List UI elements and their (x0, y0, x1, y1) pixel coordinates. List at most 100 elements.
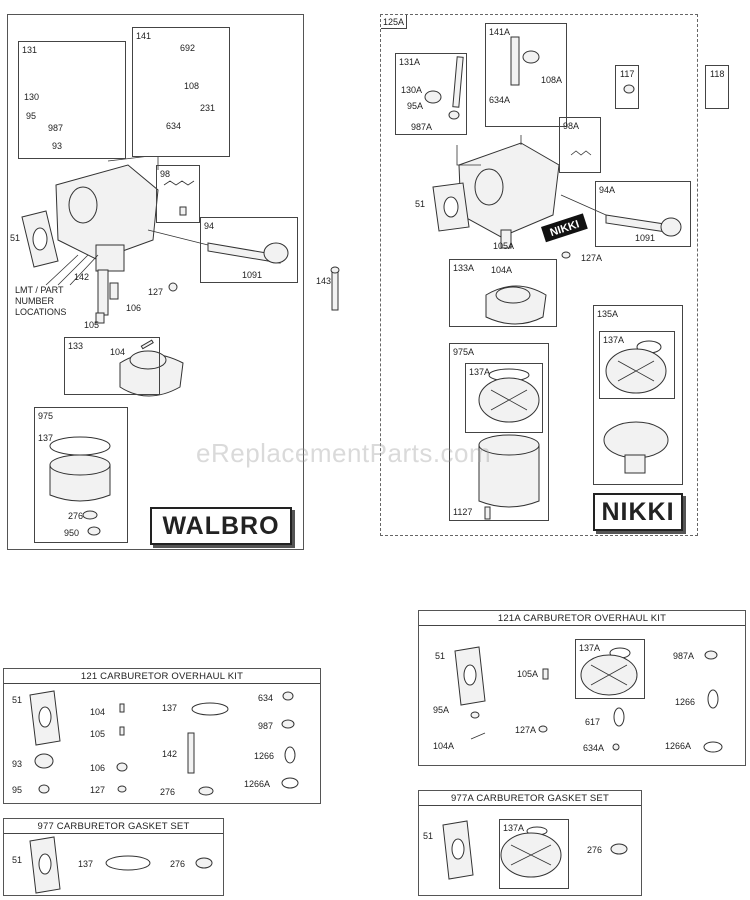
kit121A-part-1266A: 1266A (665, 741, 692, 751)
kit121-part-634: 634 (258, 693, 274, 703)
kit977-part-276: 276 (170, 859, 186, 869)
callout-143: 143 (316, 276, 332, 286)
kit121-part-93: 93 (12, 759, 23, 769)
watermark: eReplacementParts.com (196, 438, 492, 468)
kit121A-part-95A: 95A (433, 705, 450, 715)
kit121A-part-617: 617 (585, 717, 601, 727)
kit121A-part-137A: 137A (579, 643, 601, 653)
kit-977A-panel: 977A CARBURETOR GASKET SET 137A 51 276 (418, 790, 642, 896)
kit-121-divider (4, 683, 320, 684)
callout-987A: 987A (411, 122, 433, 132)
kit-977-drawing (29, 836, 213, 894)
nikki-panel: NIKKI 125A 131A 130A 95A 987A 141A 634A … (380, 14, 729, 536)
box-137A-kit121A: 137A (575, 639, 645, 699)
callout-117: 117 (620, 69, 635, 79)
box-137A-nikki-a: 137A (465, 363, 543, 433)
kit-977-divider (4, 833, 223, 834)
box-125A: 125A (381, 15, 407, 29)
kit121-part-95: 95 (12, 785, 23, 795)
lmt-label-line3: LOCATIONS (15, 307, 67, 317)
kit977A-part-51: 51 (423, 831, 434, 841)
callout-108A: 108A (541, 75, 563, 85)
callout-93: 93 (52, 141, 63, 151)
callout-137A-a: 137A (469, 367, 491, 377)
kit977-part-51: 51 (12, 855, 23, 865)
kit121A-part-104A: 104A (433, 741, 455, 751)
callout-133: 133 (68, 341, 84, 351)
box-131: 131 (18, 41, 126, 159)
kit121A-part-127A: 127A (515, 725, 537, 735)
box-117: 117 (615, 65, 639, 109)
box-975: 975 (34, 407, 128, 543)
kit977A-part-276: 276 (587, 845, 603, 855)
callout-142: 142 (74, 272, 90, 282)
callout-127A: 127A (581, 253, 603, 263)
kit121A-part-1266: 1266 (675, 697, 696, 707)
callout-118: 118 (710, 69, 725, 79)
callout-130: 130 (24, 92, 40, 102)
kit-121A-drawing (454, 646, 723, 753)
kit121-part-142: 142 (162, 749, 178, 759)
kit-121A-divider (419, 625, 745, 626)
box-975A: 975A (449, 343, 549, 521)
callout-141: 141 (136, 31, 152, 41)
callout-51: 51 (10, 233, 21, 243)
callout-108: 108 (184, 81, 200, 91)
kit121-part-104: 104 (90, 707, 106, 717)
callout-133A: 133A (453, 263, 475, 273)
callout-106: 106 (126, 303, 142, 313)
callout-94: 94 (204, 221, 215, 231)
nikki-carburetor-drawing: NIKKI (424, 36, 682, 520)
kit-121-title: 121 CARBURETOR OVERHAUL KIT (80, 671, 244, 682)
box-94: 94 (200, 217, 298, 283)
callout-137: 137 (38, 433, 54, 443)
box-141: 141 (132, 27, 230, 157)
nikki-brand-badge: NIKKI (593, 493, 683, 531)
box-137A-nikki-b: 137A (599, 331, 675, 399)
box-98A: 98A (559, 117, 601, 173)
callout-634: 634 (166, 121, 182, 131)
box-131A: 131A (395, 53, 467, 135)
kit-977A-title: 977A CARBURETOR GASKET SET (451, 793, 609, 804)
kit-121-drawing (29, 690, 299, 796)
kit121A-part-634A: 634A (583, 743, 605, 753)
box-98: 98 (156, 165, 200, 223)
callout-276: 276 (68, 511, 84, 521)
box-135A: 135A (593, 305, 683, 485)
callout-51-nikki: 51 (415, 199, 426, 209)
callout-137A-b: 137A (603, 335, 625, 345)
callout-950: 950 (64, 528, 80, 538)
callout-1091: 1091 (242, 270, 263, 280)
kit121-part-137: 137 (162, 703, 178, 713)
callout-98A: 98A (563, 121, 580, 131)
callout-130A: 130A (401, 85, 423, 95)
callout-987: 987 (48, 123, 64, 133)
walbro-brand-badge: WALBRO (150, 507, 292, 545)
callout-1127: 1127 (453, 507, 473, 517)
box-118: 118 (705, 65, 729, 109)
callout-98: 98 (160, 169, 171, 179)
callout-975: 975 (38, 411, 54, 421)
callout-104A: 104A (491, 265, 513, 275)
box-133A: 133A (449, 259, 557, 327)
kit121A-part-987A: 987A (673, 651, 695, 661)
kit121-part-127: 127 (90, 785, 106, 795)
callout-1091-nikki: 1091 (635, 233, 656, 243)
callout-692: 692 (180, 43, 196, 53)
kit121-part-1266: 1266 (254, 751, 275, 761)
lmt-label-line2: NUMBER (15, 296, 55, 306)
callout-975A: 975A (453, 347, 475, 357)
kit121-part-987: 987 (258, 721, 274, 731)
callout-105: 105 (84, 320, 100, 330)
box-137A-kit977A: 137A (499, 819, 569, 889)
callout-94A: 94A (599, 185, 616, 195)
kit-977-title: 977 CARBURETOR GASKET SET (37, 821, 190, 832)
kit121-part-106: 106 (90, 763, 106, 773)
kit121-part-1266A: 1266A (244, 779, 271, 789)
kit-121A-title: 121A CARBURETOR OVERHAUL KIT (497, 613, 667, 624)
kit-977A-drawing (442, 820, 628, 880)
kit121-part-51: 51 (12, 695, 23, 705)
callout-125A: 125A (383, 17, 405, 27)
callout-104: 104 (110, 347, 126, 357)
kit977A-part-137A: 137A (503, 823, 525, 833)
